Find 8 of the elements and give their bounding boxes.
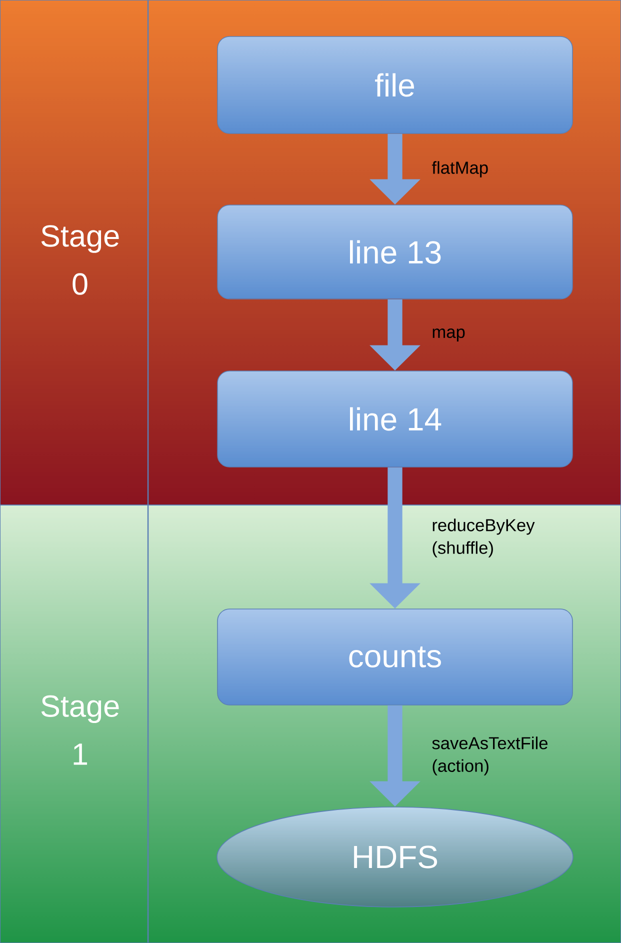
edge-label: map bbox=[432, 328, 465, 342]
process-box: file bbox=[217, 36, 573, 134]
process-box: line 14 bbox=[217, 370, 573, 468]
edge-label: flatMap bbox=[432, 161, 488, 178]
edge-label: saveAsTextFile (action) bbox=[432, 736, 548, 776]
process-box: counts bbox=[217, 608, 573, 706]
edge-label: reduceByKey (shuffle) bbox=[432, 518, 535, 558]
process-box: line 13 bbox=[217, 204, 573, 300]
